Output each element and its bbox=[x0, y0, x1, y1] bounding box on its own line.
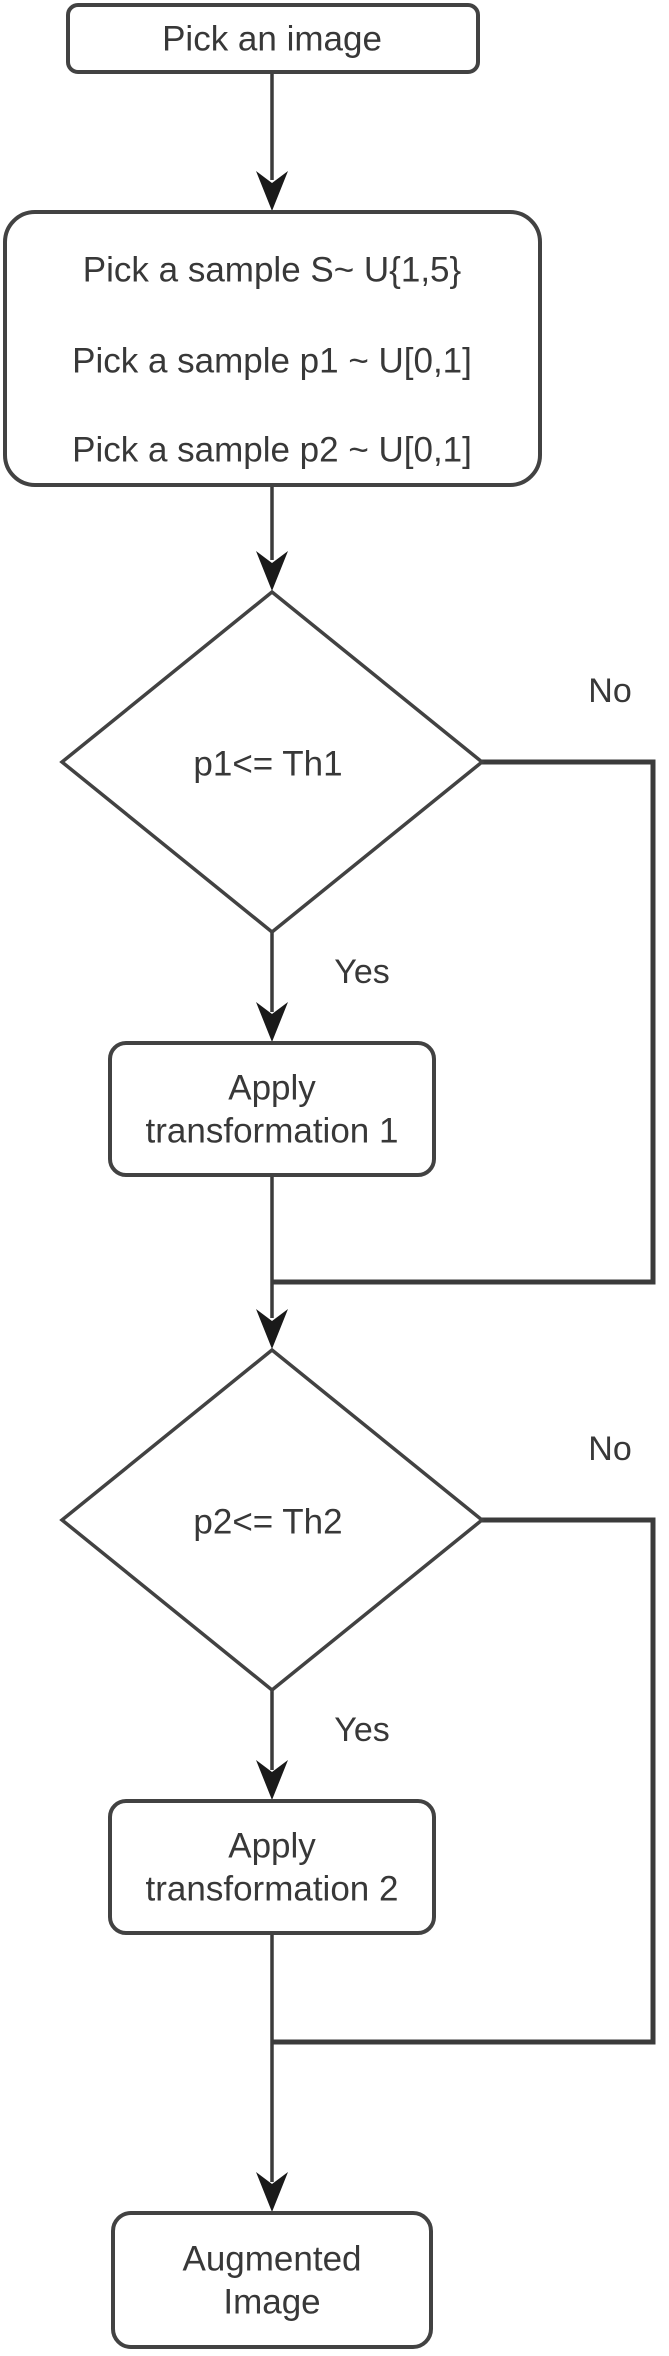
apply-transformation-1-shape bbox=[108, 1041, 436, 1177]
decision1-node: p1<= Th1 bbox=[59, 589, 485, 935]
apply2-line-1: Apply bbox=[228, 1827, 316, 1866]
sampling-node: Pick a sample S~ U{1,5} Pick a sample p1… bbox=[3, 210, 542, 487]
apply2-line-2: transformation 2 bbox=[146, 1870, 399, 1909]
start-node: Pick an image bbox=[66, 3, 480, 74]
end-line-1: Augmented bbox=[182, 2240, 361, 2279]
apply-transformation-1-node: Apply transformation 1 bbox=[108, 1041, 436, 1177]
yes-label: Yes bbox=[334, 1711, 389, 1749]
apply-transformation-2-shape bbox=[108, 1799, 436, 1935]
arrow-down-icon bbox=[256, 2172, 288, 2212]
edge-decision2-no bbox=[272, 1517, 656, 2045]
end-node: Augmented Image bbox=[111, 2211, 433, 2349]
arrow-down-icon bbox=[256, 1309, 288, 1349]
decision1-node-shape bbox=[59, 589, 485, 935]
start-node-label: Pick an image bbox=[162, 20, 382, 59]
arrow-down-icon bbox=[256, 551, 288, 591]
end-node-shape bbox=[111, 2211, 433, 2349]
arrow-down-icon bbox=[256, 171, 288, 211]
yes-label: Yes bbox=[334, 953, 389, 991]
apply-transformation-2-node: Apply transformation 2 bbox=[108, 1799, 436, 1935]
start-node-shape bbox=[66, 3, 480, 74]
decision2-node: p2<= Th2 bbox=[59, 1347, 485, 1693]
apply1-line-1: Apply bbox=[228, 1069, 316, 1108]
decision2-node-shape bbox=[59, 1347, 485, 1693]
arrow-down-icon bbox=[256, 1760, 288, 1800]
end-line-2: Image bbox=[223, 2283, 320, 2322]
sampling-node-shape bbox=[3, 210, 542, 487]
sampling-line-1: Pick a sample S~ U{1,5} bbox=[83, 251, 462, 290]
sampling-line-3: Pick a sample p2 ~ U[0,1] bbox=[72, 431, 472, 470]
no-label: No bbox=[588, 672, 631, 710]
decision2-label: p2<= Th2 bbox=[193, 1503, 342, 1542]
sampling-line-2: Pick a sample p1 ~ U[0,1] bbox=[72, 342, 472, 381]
no-label: No bbox=[588, 1430, 631, 1468]
decision1-label: p1<= Th1 bbox=[193, 745, 342, 784]
arrow-down-icon bbox=[256, 1002, 288, 1042]
apply1-line-2: transformation 1 bbox=[146, 1112, 399, 1151]
edge-decision1-no bbox=[272, 759, 656, 1285]
